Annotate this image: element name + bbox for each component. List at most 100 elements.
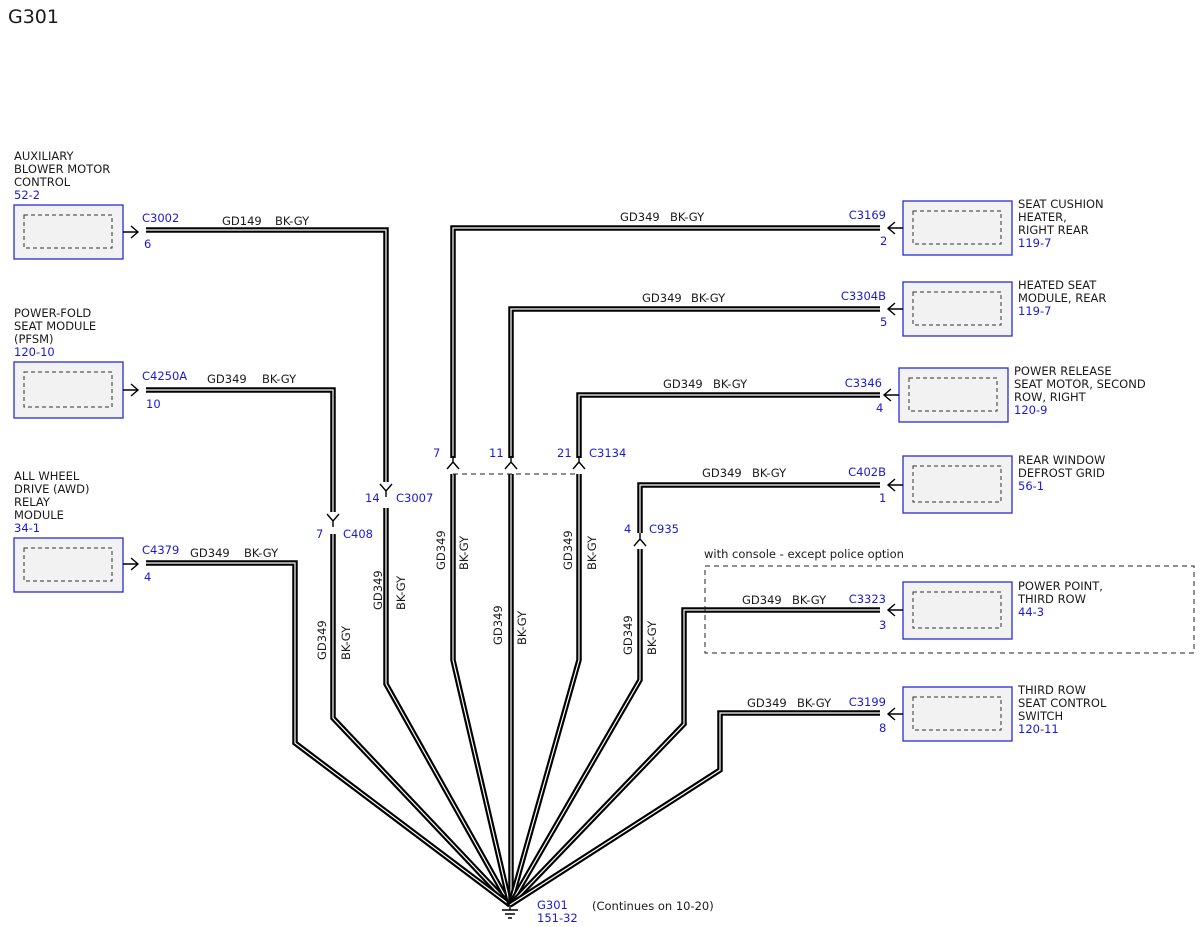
- svg-text:120-11: 120-11: [1018, 722, 1059, 736]
- diagram-title: G301: [8, 6, 59, 28]
- svg-text:SEAT CONTROL: SEAT CONTROL: [1018, 696, 1107, 710]
- svg-text:RELAY: RELAY: [14, 495, 51, 509]
- svg-text:CONTROL: CONTROL: [14, 175, 71, 189]
- svg-text:AUXILIARY: AUXILIARY: [14, 149, 74, 163]
- svg-text:21: 21: [557, 446, 572, 460]
- svg-text:BK-GY: BK-GY: [244, 546, 279, 560]
- svg-text:119-7: 119-7: [1018, 236, 1051, 250]
- svg-text:BK-GY: BK-GY: [275, 214, 310, 228]
- svg-text:GD349: GD349: [747, 696, 787, 710]
- svg-text:BK-GY: BK-GY: [515, 610, 529, 645]
- svg-text:C408: C408: [343, 527, 373, 541]
- svg-text:C3346: C3346: [845, 376, 882, 390]
- svg-text:BK-GY: BK-GY: [713, 377, 748, 391]
- svg-text:ALL WHEEL: ALL WHEEL: [14, 469, 80, 483]
- connector-c3134-pin7: 7 GD349 BK-GY: [433, 446, 471, 570]
- svg-text:52-2: 52-2: [14, 188, 40, 202]
- svg-text:44-3: 44-3: [1018, 605, 1044, 619]
- ground-g301: G301 151-32 (Continues on 10-20): [502, 898, 714, 925]
- svg-text:120-10: 120-10: [14, 345, 55, 359]
- svg-text:C3002: C3002: [142, 211, 179, 225]
- svg-text:THIRD ROW: THIRD ROW: [1017, 592, 1086, 606]
- svg-text:7: 7: [316, 527, 323, 541]
- svg-text:DRIVE (AWD): DRIVE (AWD): [14, 482, 89, 496]
- svg-text:C3169: C3169: [849, 208, 886, 222]
- svg-text:56-1: 56-1: [1018, 479, 1044, 493]
- svg-text:BK-GY: BK-GY: [752, 466, 787, 480]
- svg-text:HEATER,: HEATER,: [1018, 210, 1067, 224]
- svg-text:C4250A: C4250A: [142, 369, 187, 383]
- wire-defrost: [507, 482, 880, 907]
- svg-text:REAR WINDOW: REAR WINDOW: [1018, 453, 1105, 467]
- wires: [146, 225, 880, 908]
- module-heated: HEATED SEAT MODULE, REAR 119-7 C3304B 5 …: [642, 278, 1106, 337]
- wire-pfsm: [146, 387, 512, 907]
- module-thirdrow: THIRD ROW SEAT CONTROL SWITCH 120-11 C31…: [747, 683, 1107, 742]
- svg-text:BK-GY: BK-GY: [457, 535, 471, 570]
- svg-text:HEATED SEAT: HEATED SEAT: [1018, 278, 1097, 292]
- ground-icon: [502, 905, 518, 919]
- svg-text:4: 4: [624, 522, 631, 536]
- svg-text:POWER-FOLD: POWER-FOLD: [14, 306, 91, 320]
- module-release: POWER RELEASE SEAT MOTOR, SECOND ROW, RI…: [663, 364, 1146, 423]
- svg-text:GD349: GD349: [621, 615, 635, 655]
- svg-text:C3134: C3134: [589, 446, 626, 460]
- svg-text:GD349: GD349: [207, 372, 247, 386]
- svg-text:GD349: GD349: [702, 466, 742, 480]
- svg-text:3: 3: [879, 618, 886, 632]
- wire-aux: [146, 227, 513, 907]
- svg-text:1: 1: [879, 491, 886, 505]
- connector-c3007: 14 C3007 GD349 BK-GY: [365, 483, 433, 610]
- svg-text:POWER RELEASE: POWER RELEASE: [1014, 364, 1112, 378]
- svg-text:5: 5: [880, 315, 887, 329]
- connector-c3134-pin21: 21 C3134 GD349 BK-GY: [557, 446, 626, 570]
- svg-text:8: 8: [879, 721, 886, 735]
- svg-text:BK-GY: BK-GY: [792, 593, 827, 607]
- svg-text:GD149: GD149: [222, 214, 262, 228]
- svg-text:7: 7: [433, 446, 440, 460]
- svg-text:MODULE: MODULE: [14, 508, 64, 522]
- svg-text:SWITCH: SWITCH: [1018, 709, 1063, 723]
- svg-text:C3007: C3007: [396, 491, 433, 505]
- svg-text:SEAT CUSHION: SEAT CUSHION: [1018, 197, 1104, 211]
- svg-text:6: 6: [144, 237, 151, 251]
- svg-text:119-7: 119-7: [1018, 304, 1051, 318]
- svg-text:THIRD ROW: THIRD ROW: [1017, 683, 1086, 697]
- svg-text:2: 2: [880, 234, 887, 248]
- svg-text:C3323: C3323: [849, 592, 886, 606]
- wire-awd: [146, 560, 512, 908]
- module-cushion: SEAT CUSHION HEATER, RIGHT REAR 119-7 C3…: [620, 197, 1104, 256]
- svg-text:C4379: C4379: [142, 543, 179, 557]
- svg-text:GD349: GD349: [315, 620, 329, 660]
- wire-heated: [508, 306, 880, 905]
- wire-power: [508, 607, 880, 907]
- svg-text:BK-GY: BK-GY: [339, 625, 353, 660]
- svg-text:4: 4: [144, 570, 151, 584]
- svg-text:MODULE, REAR: MODULE, REAR: [1018, 291, 1106, 305]
- wire-cushion: [450, 225, 880, 906]
- svg-text:C3199: C3199: [849, 695, 886, 709]
- svg-text:DEFROST GRID: DEFROST GRID: [1018, 466, 1105, 480]
- svg-text:(PFSM): (PFSM): [14, 332, 54, 346]
- svg-text:11: 11: [489, 446, 504, 460]
- svg-text:BK-GY: BK-GY: [691, 291, 726, 305]
- svg-text:GD349: GD349: [561, 530, 575, 570]
- svg-text:GD349: GD349: [190, 546, 230, 560]
- svg-text:BK-GY: BK-GY: [670, 210, 705, 224]
- svg-text:C402B: C402B: [848, 465, 886, 479]
- svg-text:C3304B: C3304B: [841, 289, 886, 303]
- svg-text:BLOWER MOTOR: BLOWER MOTOR: [14, 162, 110, 176]
- svg-text:GD349: GD349: [663, 377, 703, 391]
- connector-c935: 4 C935 GD349 BK-GY: [621, 522, 679, 655]
- svg-text:BK-GY: BK-GY: [585, 535, 599, 570]
- wire-thirdrow: [508, 710, 880, 908]
- module-awd: ALL WHEEL DRIVE (AWD) RELAY MODULE 34-1 …: [13, 469, 279, 593]
- svg-text:34-1: 34-1: [14, 521, 40, 535]
- connector-c3134-pin11: 11 GD349 BK-GY: [489, 446, 529, 645]
- svg-text:BK-GY: BK-GY: [394, 575, 408, 610]
- svg-text:(Continues on 10-20): (Continues on 10-20): [592, 899, 714, 913]
- option-group: with console - except police option: [704, 547, 1195, 654]
- svg-text:SEAT MOTOR, SECOND: SEAT MOTOR, SECOND: [1014, 377, 1146, 391]
- svg-text:GD349: GD349: [491, 605, 505, 645]
